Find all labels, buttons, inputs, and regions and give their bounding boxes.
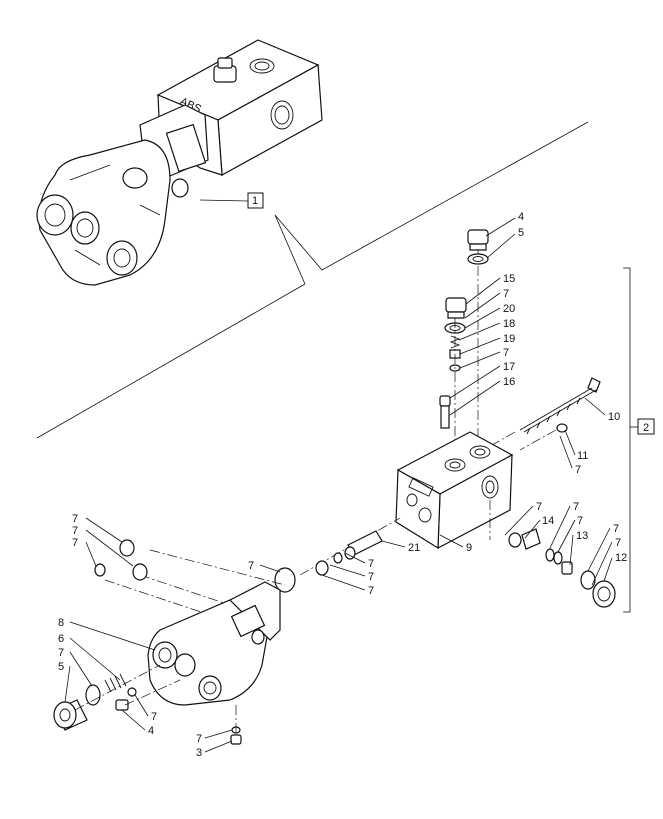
label-7i: 7 bbox=[368, 558, 374, 570]
label-7m: 7 bbox=[72, 513, 78, 525]
callout-1: 1 bbox=[199, 192, 264, 209]
label-7n: 7 bbox=[72, 525, 78, 537]
bottom-left-parts bbox=[53, 664, 242, 745]
label-11: 11 bbox=[577, 450, 588, 462]
label-7d: 7 bbox=[536, 501, 542, 513]
group-bracket: 2 bbox=[623, 267, 655, 613]
label-12: 12 bbox=[615, 552, 627, 564]
horizontal-stack bbox=[104, 517, 401, 616]
label-7b: 7 bbox=[503, 347, 509, 359]
leader-lines bbox=[64, 217, 613, 753]
label-4a: 4 bbox=[518, 211, 524, 223]
label-7j: 7 bbox=[368, 571, 374, 583]
label-7q: 7 bbox=[151, 711, 157, 723]
label-14: 14 bbox=[542, 515, 554, 527]
label-16: 16 bbox=[503, 376, 515, 388]
label-7k: 7 bbox=[368, 585, 374, 597]
label-7p: 7 bbox=[58, 647, 64, 659]
separator-line bbox=[36, 283, 306, 439]
label-13: 13 bbox=[576, 530, 588, 542]
label-15: 15 bbox=[503, 273, 515, 285]
label-7f: 7 bbox=[577, 515, 583, 527]
label-7c: 7 bbox=[575, 464, 581, 476]
label-10: 10 bbox=[608, 411, 620, 423]
vertical-stack bbox=[439, 229, 489, 470]
callout-1-text: 1 bbox=[252, 195, 258, 207]
label-17: 17 bbox=[503, 361, 515, 373]
label-19: 19 bbox=[503, 333, 515, 345]
label-21: 21 bbox=[408, 542, 420, 554]
label-6: 6 bbox=[58, 633, 64, 645]
label-18: 18 bbox=[503, 318, 515, 330]
label-7o: 7 bbox=[72, 537, 78, 549]
lower-valve-body bbox=[147, 581, 281, 706]
label-5b: 5 bbox=[58, 661, 64, 673]
right-fittings bbox=[508, 528, 616, 608]
label-7h: 7 bbox=[615, 537, 621, 549]
label-7l: 7 bbox=[248, 560, 254, 572]
top-valve-assembly: ABS bbox=[36, 39, 323, 286]
label-9: 9 bbox=[466, 542, 472, 554]
label-7g: 7 bbox=[613, 523, 619, 535]
label-7e: 7 bbox=[573, 501, 579, 513]
callout-2-text: 2 bbox=[643, 422, 649, 434]
label-8: 8 bbox=[58, 617, 64, 629]
label-3: 3 bbox=[196, 747, 202, 759]
label-20: 20 bbox=[503, 303, 515, 315]
label-7r: 7 bbox=[196, 733, 202, 745]
label-4b: 4 bbox=[148, 725, 154, 737]
label-7a: 7 bbox=[503, 288, 509, 300]
label-5a: 5 bbox=[518, 227, 524, 239]
main-block bbox=[395, 431, 514, 550]
part-labels: 4 5 15 7 20 18 19 7 17 16 10 11 7 7 14 7… bbox=[58, 211, 627, 759]
